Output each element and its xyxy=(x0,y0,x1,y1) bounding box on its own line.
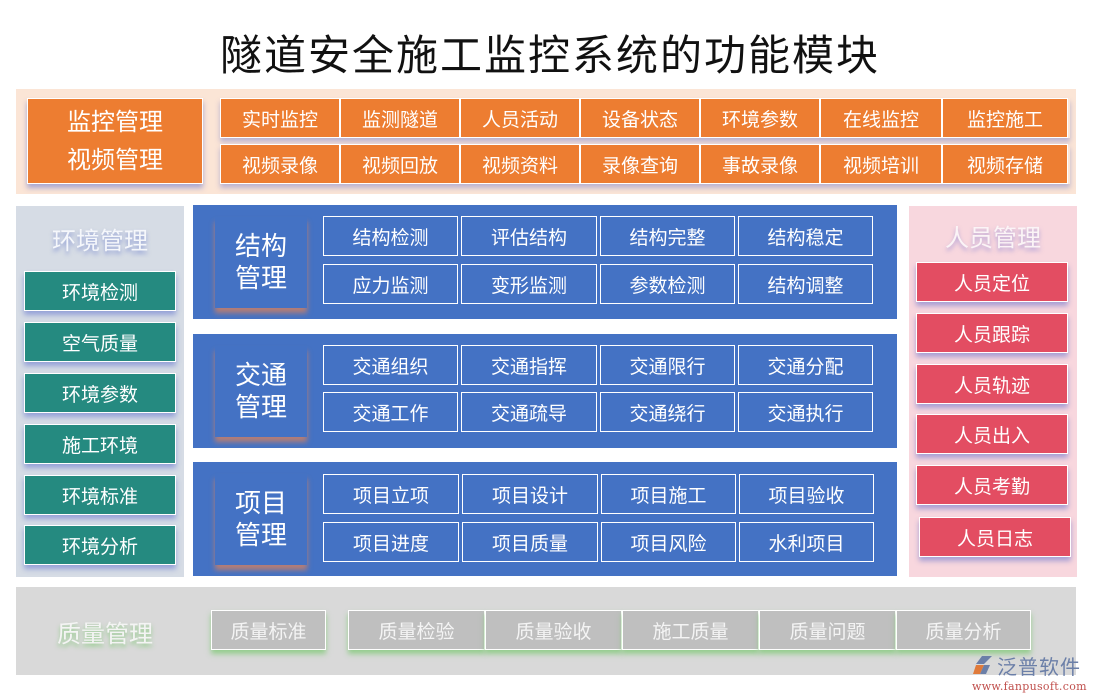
personnel-item[interactable]: 人员定位 xyxy=(916,262,1068,302)
environment-item[interactable]: 环境标准 xyxy=(24,475,176,515)
personnel-item[interactable]: 人员轨迹 xyxy=(916,364,1068,404)
quality-item[interactable]: 施工质量 xyxy=(622,610,759,650)
traffic-title[interactable]: 交通 管理 xyxy=(215,346,307,437)
traffic-item[interactable]: 交通组织 xyxy=(323,345,458,385)
video-row: 视频录像 视频回放 视频资料 录像查询 事故录像 视频培训 视频存储 xyxy=(220,144,1070,184)
environment-item[interactable]: 环境参数 xyxy=(24,373,176,413)
traffic-item[interactable]: 交通指挥 xyxy=(461,345,597,385)
traffic-item[interactable]: 交通绕行 xyxy=(600,392,735,432)
personnel-item[interactable]: 人员日志 xyxy=(919,517,1071,557)
structure-title-line2: 管理 xyxy=(234,263,287,294)
video-title: 视频管理 xyxy=(67,146,163,174)
fanpu-logo: 泛普软件 www.fanpusoft.com xyxy=(972,652,1096,696)
traffic-item[interactable]: 交通执行 xyxy=(738,392,873,432)
project-item[interactable]: 项目进度 xyxy=(323,522,459,562)
environment-item[interactable]: 施工环境 xyxy=(24,424,176,464)
project-title-line1: 项目 xyxy=(234,488,287,519)
quality-item[interactable]: 质量标准 xyxy=(211,610,326,650)
project-item[interactable]: 水利项目 xyxy=(739,522,874,562)
project-item[interactable]: 项目质量 xyxy=(462,522,598,562)
environment-title: 环境管理 xyxy=(52,227,148,255)
video-item[interactable]: 录像查询 xyxy=(580,144,700,184)
monitor-row: 实时监控 监测隧道 人员活动 设备状态 环境参数 在线监控 监控施工 xyxy=(220,98,1070,138)
project-item[interactable]: 项目立项 xyxy=(323,474,459,514)
traffic-title-line2: 管理 xyxy=(234,392,287,423)
structure-section: 结构 管理 结构检测 评估结构 结构完整 结构稳定 应力监测 变形监测 参数检测… xyxy=(193,205,897,319)
traffic-item[interactable]: 交通工作 xyxy=(323,392,458,432)
quality-item[interactable]: 质量检验 xyxy=(348,610,485,650)
fanpu-logo-url: www.fanpusoft.com xyxy=(972,680,1087,693)
structure-item[interactable]: 评估结构 xyxy=(461,216,597,256)
monitor-item[interactable]: 环境参数 xyxy=(700,98,820,138)
environment-item[interactable]: 环境分析 xyxy=(24,525,176,565)
traffic-item[interactable]: 交通限行 xyxy=(600,345,735,385)
traffic-item[interactable]: 交通分配 xyxy=(738,345,873,385)
structure-item[interactable]: 结构调整 xyxy=(738,264,873,304)
traffic-title-line1: 交通 xyxy=(234,360,287,391)
environment-item[interactable]: 空气质量 xyxy=(24,322,176,362)
video-item[interactable]: 事故录像 xyxy=(700,144,820,184)
monitor-module-header[interactable]: 监控管理 视频管理 xyxy=(27,98,203,184)
monitor-item[interactable]: 设备状态 xyxy=(580,98,700,138)
fanpu-logo-text: 泛普软件 xyxy=(997,654,1081,679)
project-item[interactable]: 项目验收 xyxy=(739,474,874,514)
video-item[interactable]: 视频录像 xyxy=(220,144,340,184)
project-title-line2: 管理 xyxy=(234,520,287,551)
project-item[interactable]: 项目施工 xyxy=(601,474,736,514)
video-item[interactable]: 视频存储 xyxy=(942,144,1068,184)
structure-item[interactable]: 结构完整 xyxy=(600,216,735,256)
monitor-title: 监控管理 xyxy=(67,108,163,136)
quality-item[interactable]: 质量问题 xyxy=(759,610,896,650)
personnel-title: 人员管理 xyxy=(945,224,1041,252)
structure-item[interactable]: 变形监测 xyxy=(461,264,597,304)
traffic-section: 交通 管理 交通组织 交通指挥 交通限行 交通分配 交通工作 交通疏导 交通绕行… xyxy=(193,334,897,448)
personnel-item[interactable]: 人员跟踪 xyxy=(916,313,1068,353)
monitor-item[interactable]: 实时监控 xyxy=(220,98,340,138)
project-item[interactable]: 项目设计 xyxy=(462,474,598,514)
structure-item[interactable]: 参数检测 xyxy=(600,264,735,304)
video-item[interactable]: 视频培训 xyxy=(820,144,942,184)
structure-item[interactable]: 结构稳定 xyxy=(738,216,873,256)
monitor-item[interactable]: 监控施工 xyxy=(942,98,1068,138)
monitor-function-grid: 实时监控 监测隧道 人员活动 设备状态 环境参数 在线监控 监控施工 视频录像 … xyxy=(220,98,1070,190)
monitor-item[interactable]: 在线监控 xyxy=(820,98,942,138)
structure-item[interactable]: 应力监测 xyxy=(323,264,458,304)
video-item[interactable]: 视频回放 xyxy=(340,144,460,184)
traffic-item[interactable]: 交通疏导 xyxy=(461,392,597,432)
page-title: 隧道安全施工监控系统的功能模块 xyxy=(219,31,880,80)
quality-item[interactable]: 质量分析 xyxy=(896,610,1031,650)
structure-title-line1: 结构 xyxy=(234,231,287,262)
environment-item[interactable]: 环境检测 xyxy=(24,271,176,311)
monitor-item[interactable]: 人员活动 xyxy=(460,98,580,138)
project-section: 项目 管理 项目立项 项目设计 项目施工 项目验收 项目进度 项目质量 项目风险… xyxy=(193,462,897,576)
project-item[interactable]: 项目风险 xyxy=(601,522,736,562)
video-item[interactable]: 视频资料 xyxy=(460,144,580,184)
structure-title[interactable]: 结构 管理 xyxy=(215,217,307,308)
quality-title: 质量管理 xyxy=(57,620,153,648)
quality-item[interactable]: 质量验收 xyxy=(485,610,622,650)
personnel-item[interactable]: 人员考勤 xyxy=(916,465,1068,505)
fanpu-logo-icon xyxy=(972,654,994,676)
personnel-item[interactable]: 人员出入 xyxy=(916,414,1068,454)
monitor-item[interactable]: 监测隧道 xyxy=(340,98,460,138)
structure-item[interactable]: 结构检测 xyxy=(323,216,458,256)
project-title[interactable]: 项目 管理 xyxy=(215,474,307,565)
